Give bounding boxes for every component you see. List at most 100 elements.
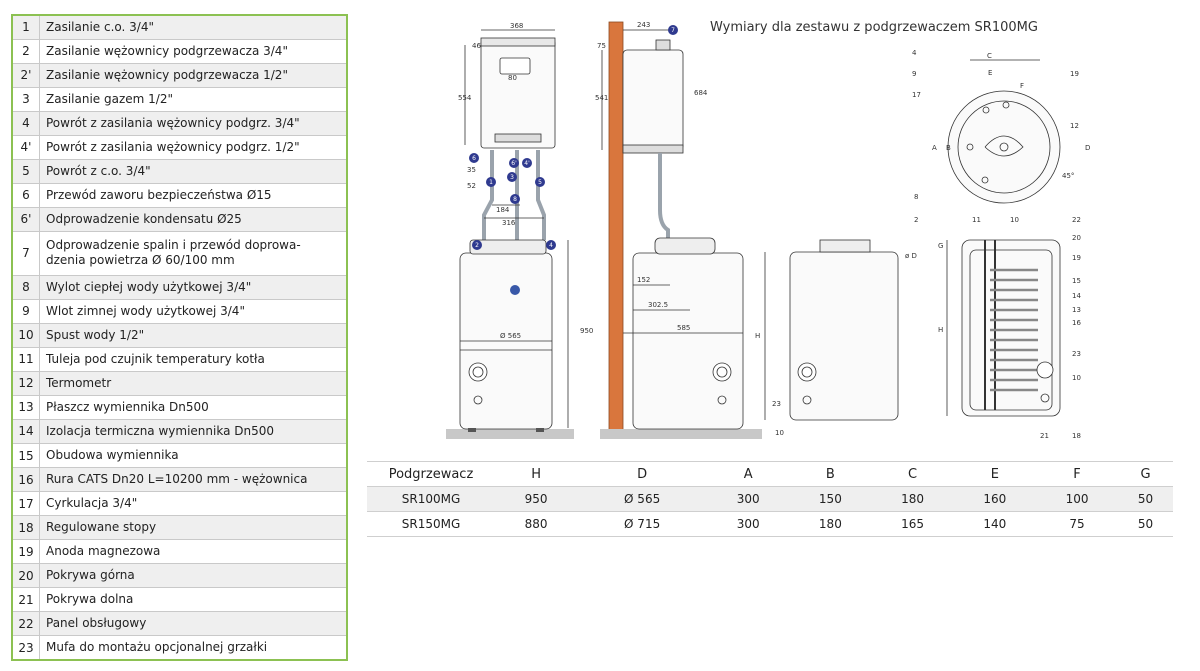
svg-text:46: 46 bbox=[472, 42, 481, 50]
legend-number: 21 bbox=[13, 587, 40, 613]
dim-cell: 165 bbox=[871, 511, 954, 537]
legend-text: Powrót z c.o. 3/4" bbox=[39, 159, 346, 184]
svg-text:15: 15 bbox=[1072, 277, 1081, 285]
svg-text:11: 11 bbox=[972, 216, 981, 224]
callout-5 bbox=[535, 177, 545, 187]
dim-header: G bbox=[1118, 461, 1173, 487]
legend-text: Rura CATS Dn20 L=10200 mm - wężownica bbox=[39, 467, 346, 493]
svg-text:4': 4' bbox=[524, 160, 530, 167]
svg-text:585: 585 bbox=[677, 324, 690, 332]
legend-text: Izolacja termiczna wymiennika Dn500 bbox=[39, 419, 346, 445]
svg-text:F: F bbox=[1020, 82, 1024, 90]
legend-number: 5 bbox=[13, 159, 40, 184]
legend-number: 12 bbox=[13, 371, 40, 396]
svg-text:316: 316 bbox=[502, 219, 516, 227]
svg-text:ø D: ø D bbox=[905, 252, 917, 260]
legend-number: 23 bbox=[13, 635, 40, 659]
dim-cell: 180 bbox=[789, 511, 872, 537]
dim-cell: 50 bbox=[1118, 486, 1173, 512]
legend-number: 1 bbox=[13, 16, 40, 40]
legend-text: Pokrywa dolna bbox=[39, 587, 346, 613]
legend-number: 10 bbox=[13, 323, 40, 348]
svg-text:368: 368 bbox=[510, 22, 523, 30]
svg-text:4: 4 bbox=[549, 242, 553, 249]
legend-number: 13 bbox=[13, 395, 40, 420]
dim-cell: Ø 715 bbox=[577, 511, 708, 537]
callout-6 bbox=[469, 153, 479, 163]
legend-number: 7 bbox=[13, 231, 40, 276]
legend-text: Termometr bbox=[39, 371, 346, 396]
svg-text:H: H bbox=[938, 326, 943, 334]
dim-header: A bbox=[707, 461, 790, 487]
dim-header: Podgrzewacz bbox=[367, 461, 495, 487]
legend-text: Zasilanie wężownicy podgrzewacza 3/4" bbox=[39, 39, 346, 64]
legend-number: 8 bbox=[13, 275, 40, 300]
svg-text:5: 5 bbox=[538, 179, 542, 186]
svg-text:14: 14 bbox=[1072, 292, 1081, 300]
svg-text:152: 152 bbox=[637, 276, 650, 284]
dim-cell: 150 bbox=[789, 486, 872, 512]
svg-text:2: 2 bbox=[475, 242, 479, 249]
legend-number: 4 bbox=[13, 111, 40, 136]
callouts bbox=[469, 25, 678, 250]
legend-row: 2'Zasilanie wężownicy podgrzewacza 1/2" bbox=[13, 63, 346, 88]
svg-text:16: 16 bbox=[1072, 319, 1081, 327]
dim-cell: 180 bbox=[871, 486, 954, 512]
legend-row: 4'Powrót z zasilania wężownicy podgrz. 1… bbox=[13, 135, 346, 160]
svg-text:22: 22 bbox=[1072, 216, 1081, 224]
callout-1 bbox=[486, 177, 496, 187]
legend-number: 22 bbox=[13, 611, 40, 637]
svg-text:19: 19 bbox=[1072, 254, 1081, 262]
callout-4 bbox=[546, 240, 556, 250]
legend-text: Panel obsługowy bbox=[39, 611, 346, 637]
svg-text:E: E bbox=[988, 69, 992, 77]
svg-text:H: H bbox=[755, 332, 760, 340]
svg-text:8: 8 bbox=[513, 196, 517, 203]
callout-7 bbox=[668, 25, 678, 35]
dim-cell: 300 bbox=[707, 486, 790, 512]
svg-text:10: 10 bbox=[1010, 216, 1019, 224]
svg-text:950: 950 bbox=[580, 327, 593, 335]
tank-lettered-view: H ø D 23 10 bbox=[755, 239, 917, 437]
dim-cell: Ø 565 bbox=[577, 486, 708, 512]
legend-text: Anoda magnezowa bbox=[39, 539, 346, 565]
svg-text:184: 184 bbox=[496, 206, 510, 214]
callout-6p bbox=[509, 158, 519, 168]
legend-text: Spust wody 1/2" bbox=[39, 323, 346, 348]
svg-text:541: 541 bbox=[595, 94, 608, 102]
dim-cell: 100 bbox=[1035, 486, 1119, 512]
dim-cell: 50 bbox=[1118, 511, 1173, 537]
dim-cell: 75 bbox=[1035, 511, 1119, 537]
front-view: 368 46 80 554 35 52 184 316 950 Ø 565 bbox=[446, 22, 593, 439]
legend-number: 4' bbox=[13, 135, 40, 160]
svg-text:243: 243 bbox=[637, 21, 650, 29]
svg-text:17: 17 bbox=[912, 91, 921, 99]
svg-text:18: 18 bbox=[1072, 432, 1081, 440]
svg-text:35: 35 bbox=[467, 166, 476, 174]
legend-text: Przewód zaworu bezpieczeństwa Ø15 bbox=[39, 183, 346, 208]
legend-number: 3 bbox=[13, 87, 40, 112]
legend-text: Wlot zimnej wody użytkowej 3/4" bbox=[39, 299, 346, 324]
svg-text:20: 20 bbox=[1072, 234, 1081, 242]
side-view: 243 75 541 684 152 302.5 585 bbox=[595, 21, 762, 439]
legend-text: Powrót z zasilania wężownicy podgrz. 1/2… bbox=[39, 135, 346, 160]
legend-number: 18 bbox=[13, 515, 40, 541]
svg-text:7: 7 bbox=[671, 27, 675, 34]
legend-number: 17 bbox=[13, 491, 40, 517]
callout-8 bbox=[510, 194, 520, 204]
legend-number: 19 bbox=[13, 539, 40, 565]
legend-number: 14 bbox=[13, 419, 40, 445]
dim-cell: 300 bbox=[707, 511, 790, 537]
